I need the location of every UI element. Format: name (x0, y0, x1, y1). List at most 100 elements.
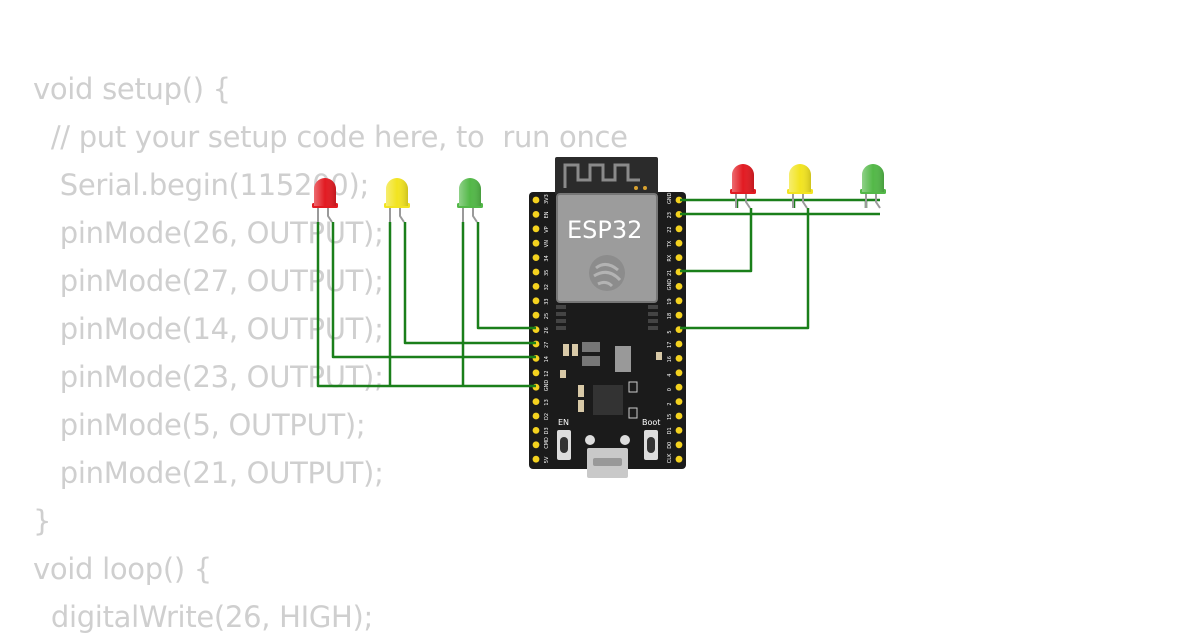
left-pin[interactable] (532, 455, 540, 463)
right-pin[interactable] (675, 427, 683, 434)
right-pin[interactable] (675, 211, 683, 218)
left-pin[interactable] (532, 427, 540, 434)
left-pin-header: 3V3ENVPVN343532332526271412GND13D2D3CMD5… (532, 194, 550, 463)
wire (403, 222, 536, 345)
right-pin[interactable] (675, 283, 683, 290)
left-pin[interactable] (532, 297, 540, 305)
left-pin-label: VN (544, 240, 550, 247)
antenna-trace (563, 163, 640, 188)
left-pin-label: 32 (544, 284, 550, 290)
regulator (582, 342, 600, 352)
right-pin-label: 15 (667, 414, 673, 420)
code-line: } (33, 504, 52, 538)
right-pin[interactable] (675, 398, 683, 405)
right-pin-label: GND (667, 192, 673, 204)
left-pin-label: 3V3 (544, 194, 550, 204)
green-led[interactable] (860, 164, 886, 209)
right-pin-label: 23 (667, 212, 673, 218)
red-led[interactable] (312, 178, 338, 223)
right-pin-label: D0 (667, 442, 673, 449)
left-pin[interactable] (532, 254, 540, 261)
right-pin-label: GND (667, 279, 673, 291)
left-pin[interactable] (532, 369, 540, 377)
left-pin-label: VP (544, 226, 550, 232)
boot-label: Boot (642, 418, 660, 427)
right-pin[interactable] (675, 369, 683, 377)
left-pin[interactable] (532, 412, 540, 420)
left-pin-label: 5V (544, 456, 550, 463)
left-pin-label: D2 (544, 413, 550, 420)
right-pin-label: CLK (667, 453, 673, 463)
code-line: void loop() { (33, 552, 212, 586)
yellow-led[interactable] (384, 178, 410, 223)
right-pin[interactable] (675, 225, 683, 233)
leds (312, 164, 886, 223)
left-pin[interactable] (532, 239, 540, 247)
wire (331, 222, 536, 359)
wire (476, 222, 536, 330)
ldo-chip (615, 346, 631, 372)
right-pin-label: TX (667, 240, 673, 248)
right-pin-label: 22 (667, 226, 673, 232)
right-pin-label: D1 (667, 427, 673, 434)
code-line: void setup() { (33, 72, 231, 106)
right-pin[interactable] (675, 355, 683, 362)
left-pin[interactable] (532, 398, 540, 405)
left-pin[interactable] (532, 311, 540, 319)
left-pin[interactable] (532, 268, 540, 276)
red-led[interactable] (730, 164, 756, 209)
wire (680, 208, 810, 330)
code-line: digitalWrite(26, HIGH); (33, 600, 374, 634)
code-line: pinMode(26, OUTPUT); (33, 216, 384, 250)
code-line: // put your setup code here, to run once (33, 120, 628, 154)
left-pin[interactable] (532, 225, 540, 233)
wire (316, 222, 536, 388)
espressif-logo-icon (589, 255, 625, 291)
right-pin[interactable] (675, 340, 683, 348)
right-pin[interactable] (675, 196, 683, 204)
left-pin-label: GND (544, 380, 550, 392)
left-pin-label: 33 (544, 298, 550, 304)
right-pin[interactable] (675, 383, 683, 391)
left-pin-label: D3 (544, 427, 550, 434)
esp32-board[interactable]: ESP32 EN Boot (529, 157, 686, 478)
left-pin-label: 34 (544, 255, 550, 261)
left-pin-label: 12 (544, 370, 550, 376)
right-pin-label: 21 (667, 270, 673, 276)
right-pin-label: 4 (667, 374, 673, 377)
right-pin-label: 16 (667, 356, 673, 362)
wires (316, 198, 880, 388)
right-pin[interactable] (675, 412, 683, 420)
antenna-area (555, 157, 658, 195)
left-pin-label: 25 (544, 313, 550, 319)
yellow-led[interactable] (787, 164, 813, 209)
left-pin-label: 14 (544, 356, 550, 362)
right-pin[interactable] (675, 254, 683, 261)
usb-uart-chip (593, 385, 623, 415)
right-pin[interactable] (675, 239, 683, 247)
right-pin[interactable] (675, 441, 683, 449)
left-pin-label: CMD (544, 437, 550, 449)
right-pin[interactable] (675, 455, 683, 463)
right-pin-label: 18 (667, 313, 673, 319)
left-pin-label: 13 (544, 399, 550, 405)
left-pin[interactable] (532, 283, 540, 290)
code-line: pinMode(21, OUTPUT); (33, 456, 384, 490)
left-pin-label: 35 (544, 270, 550, 276)
wire (680, 208, 753, 273)
en-label: EN (558, 418, 569, 427)
code-line: pinMode(27, OUTPUT); (33, 264, 384, 298)
left-pin[interactable] (532, 211, 540, 218)
left-pin-label: EN (544, 211, 550, 218)
code-line: pinMode(23, OUTPUT); (33, 360, 384, 394)
right-pin[interactable] (675, 311, 683, 319)
esp32-module (556, 193, 658, 303)
left-pin[interactable] (532, 196, 540, 204)
left-pin[interactable] (532, 441, 540, 449)
right-pin[interactable] (675, 297, 683, 305)
code-line: pinMode(5, OUTPUT); (33, 408, 366, 442)
green-led[interactable] (457, 178, 483, 223)
